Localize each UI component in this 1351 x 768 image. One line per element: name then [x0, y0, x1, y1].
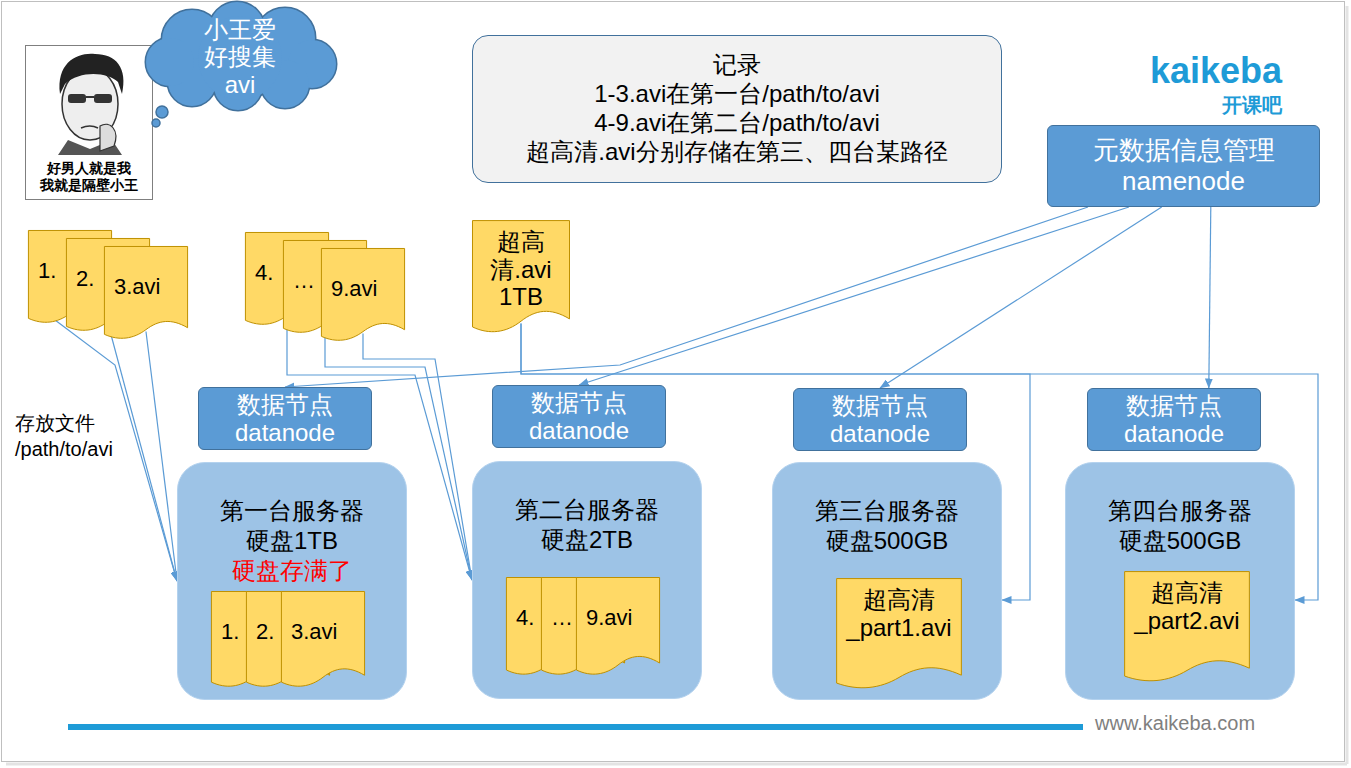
node-text: 硬盘2TB — [541, 525, 633, 555]
node-text: 超高清.avi 1TB — [476, 228, 566, 311]
server-box: 第一台服务器硬盘1TB硬盘存满了 1. 2. 3.avi — [177, 462, 407, 700]
node-text: 第三台服务器 — [815, 496, 959, 526]
node-text: 9.avi — [586, 605, 632, 631]
server-box: 第四台服务器硬盘500GB 超高清_part2.avi — [1065, 462, 1295, 700]
footer-bar — [68, 724, 1083, 730]
node-text: 2. — [256, 619, 274, 645]
datanode-box: 数据节点datanode — [492, 385, 666, 448]
cloud-outline — [198, 16, 282, 100]
logo-text: kaikeba — [1150, 50, 1282, 92]
node-text: 记录 — [713, 51, 761, 80]
node-text: … — [293, 268, 315, 294]
node-text: 数据节点 — [832, 392, 928, 420]
connector-arrow — [108, 324, 177, 582]
node-text: 3.avi — [114, 274, 160, 300]
node-text: 3.avi — [291, 619, 337, 645]
meme-picture: 好男人就是我 我就是隔壁小王 — [25, 45, 153, 200]
node-text: 4-9.avi在第二台/path/to/avi — [594, 109, 879, 138]
node-text: datanode — [830, 420, 930, 448]
node-text: datanode — [235, 419, 335, 447]
node-text: 数据节点 — [531, 389, 627, 417]
server-box: 第三台服务器硬盘500GB 超高清_part1.avi — [772, 462, 1002, 700]
datanode-box: 数据节点datanode — [793, 388, 967, 451]
frame-shadow — [6, 763, 1347, 766]
node-text: 元数据信息管理 — [1093, 135, 1275, 166]
thought-bubble — [152, 119, 160, 127]
document-outline — [837, 579, 962, 688]
thought-bubble — [156, 106, 168, 118]
node-text: 第二台服务器 — [515, 495, 659, 525]
file-icon: 超高清_part1.avi — [836, 578, 962, 691]
node-text: 第一台服务器 — [220, 496, 364, 526]
node-text: 超高清_part2.avi — [1128, 579, 1246, 634]
file-icon: 9.avi — [321, 248, 405, 343]
meme-hand — [100, 124, 116, 151]
node-text: namenode — [1122, 166, 1245, 197]
node-text: datanode — [529, 417, 629, 445]
document-outline — [576, 578, 659, 675]
meme-glasses — [86, 96, 94, 98]
node-text: 超高清.avi分别存储在第三、四台某路径 — [526, 138, 947, 167]
connector-arrow — [285, 207, 1088, 387]
file-icon: 3.avi — [104, 246, 188, 341]
node-text: datanode — [1124, 420, 1224, 448]
node-text: 超高清_part1.avi — [840, 586, 958, 641]
node-text: 4. — [516, 605, 534, 631]
node-text: 数据节点 — [237, 391, 333, 419]
document-outline — [1125, 572, 1250, 681]
node-text: 9.avi — [331, 276, 377, 302]
record-box: 记录1-3.avi在第一台/path/to/avi4-9.avi在第二台/pat… — [472, 35, 1002, 183]
connector-arrow — [146, 332, 177, 582]
namenode-box: 元数据信息管理namenode — [1047, 125, 1320, 207]
node-text: 小王爱 好搜集 avi — [200, 16, 280, 99]
node-text: 硬盘500GB — [826, 526, 949, 556]
file-icon: 超高清.avi 1TB — [472, 220, 570, 335]
node-text: 硬盘500GB — [1119, 526, 1242, 556]
document-outline — [472, 221, 569, 332]
frame-shadow — [1346, 6, 1349, 764]
datanode-box: 数据节点datanode — [1087, 388, 1261, 451]
file-icon: 9.avi — [576, 577, 660, 677]
datanode-box: 数据节点datanode — [198, 387, 372, 450]
node-text: 1. — [38, 258, 56, 284]
file-icon: 超高清_part2.avi — [1124, 571, 1250, 684]
connector-arrow — [579, 207, 1129, 385]
node-text: 硬盘1TB — [246, 526, 338, 556]
cloud-outline — [146, 38, 194, 86]
cloud-fill — [146, 38, 194, 86]
node-text: 2. — [76, 266, 94, 292]
node-text: 1. — [221, 619, 239, 645]
thought-cloud: 小王爱 好搜集 avi — [140, 0, 340, 130]
cloud-fill — [198, 16, 282, 100]
meme-mouth — [81, 126, 98, 128]
document-outline — [281, 591, 364, 686]
meme-glasses — [94, 94, 112, 103]
document-outline — [104, 246, 187, 338]
logo-subtext: 开课吧 — [1222, 92, 1282, 119]
server-box: 第二台服务器硬盘2TB 4. … 9.avi — [472, 461, 702, 699]
warning-text: 硬盘存满了 — [232, 556, 352, 586]
node-text: … — [551, 605, 573, 631]
file-icon: 3.avi — [281, 591, 365, 689]
meme-face — [40, 50, 140, 155]
path-note: 存放文件 /path/to/avi — [15, 410, 127, 462]
connector-arrow — [1209, 207, 1211, 388]
node-text: 第四台服务器 — [1108, 496, 1252, 526]
meme-glasses — [68, 94, 86, 103]
meme-hair — [60, 54, 124, 94]
connector-arrow — [880, 207, 1162, 388]
node-text: 数据节点 — [1126, 392, 1222, 420]
node-text: 4. — [255, 260, 273, 286]
node-text: 好男人就是我 我就是隔壁小王 — [39, 160, 140, 194]
website-url: www.kaikeba.com — [1095, 712, 1255, 735]
document-outline — [321, 248, 404, 340]
node-text: 1-3.avi在第一台/path/to/avi — [594, 80, 879, 109]
